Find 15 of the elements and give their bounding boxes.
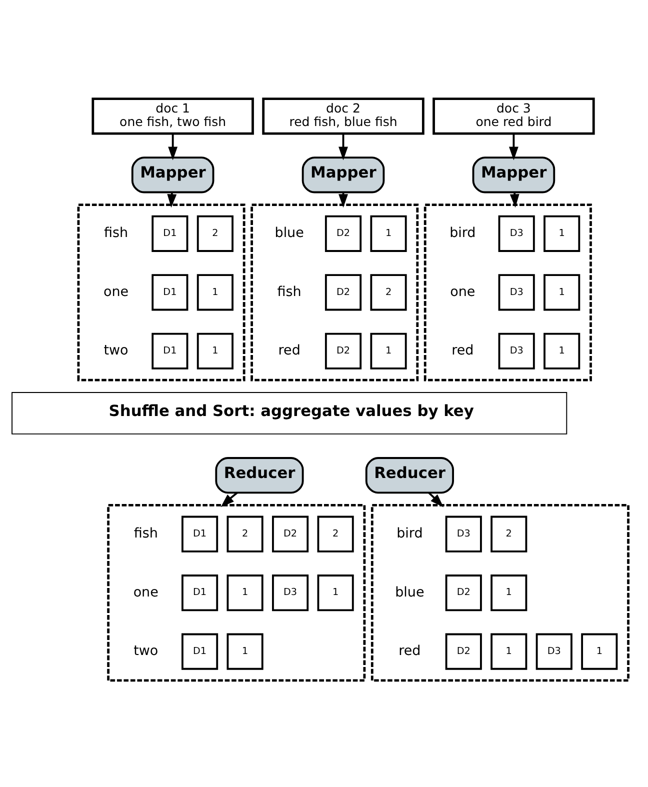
- label: two: [104, 342, 128, 359]
- label: red: [398, 643, 421, 660]
- label: fish: [134, 526, 158, 542]
- label: blue: [274, 225, 304, 242]
- label: bird: [450, 225, 476, 242]
- label: blue: [395, 584, 424, 600]
- label: bird: [396, 526, 423, 542]
- label: one: [103, 284, 129, 300]
- label: one: [450, 284, 476, 300]
- label: red: [452, 342, 474, 359]
- label: fish: [104, 225, 128, 242]
- label: fish: [277, 284, 302, 300]
- label: two: [134, 643, 158, 660]
- label: one: [133, 584, 158, 600]
- label: red: [278, 342, 300, 359]
